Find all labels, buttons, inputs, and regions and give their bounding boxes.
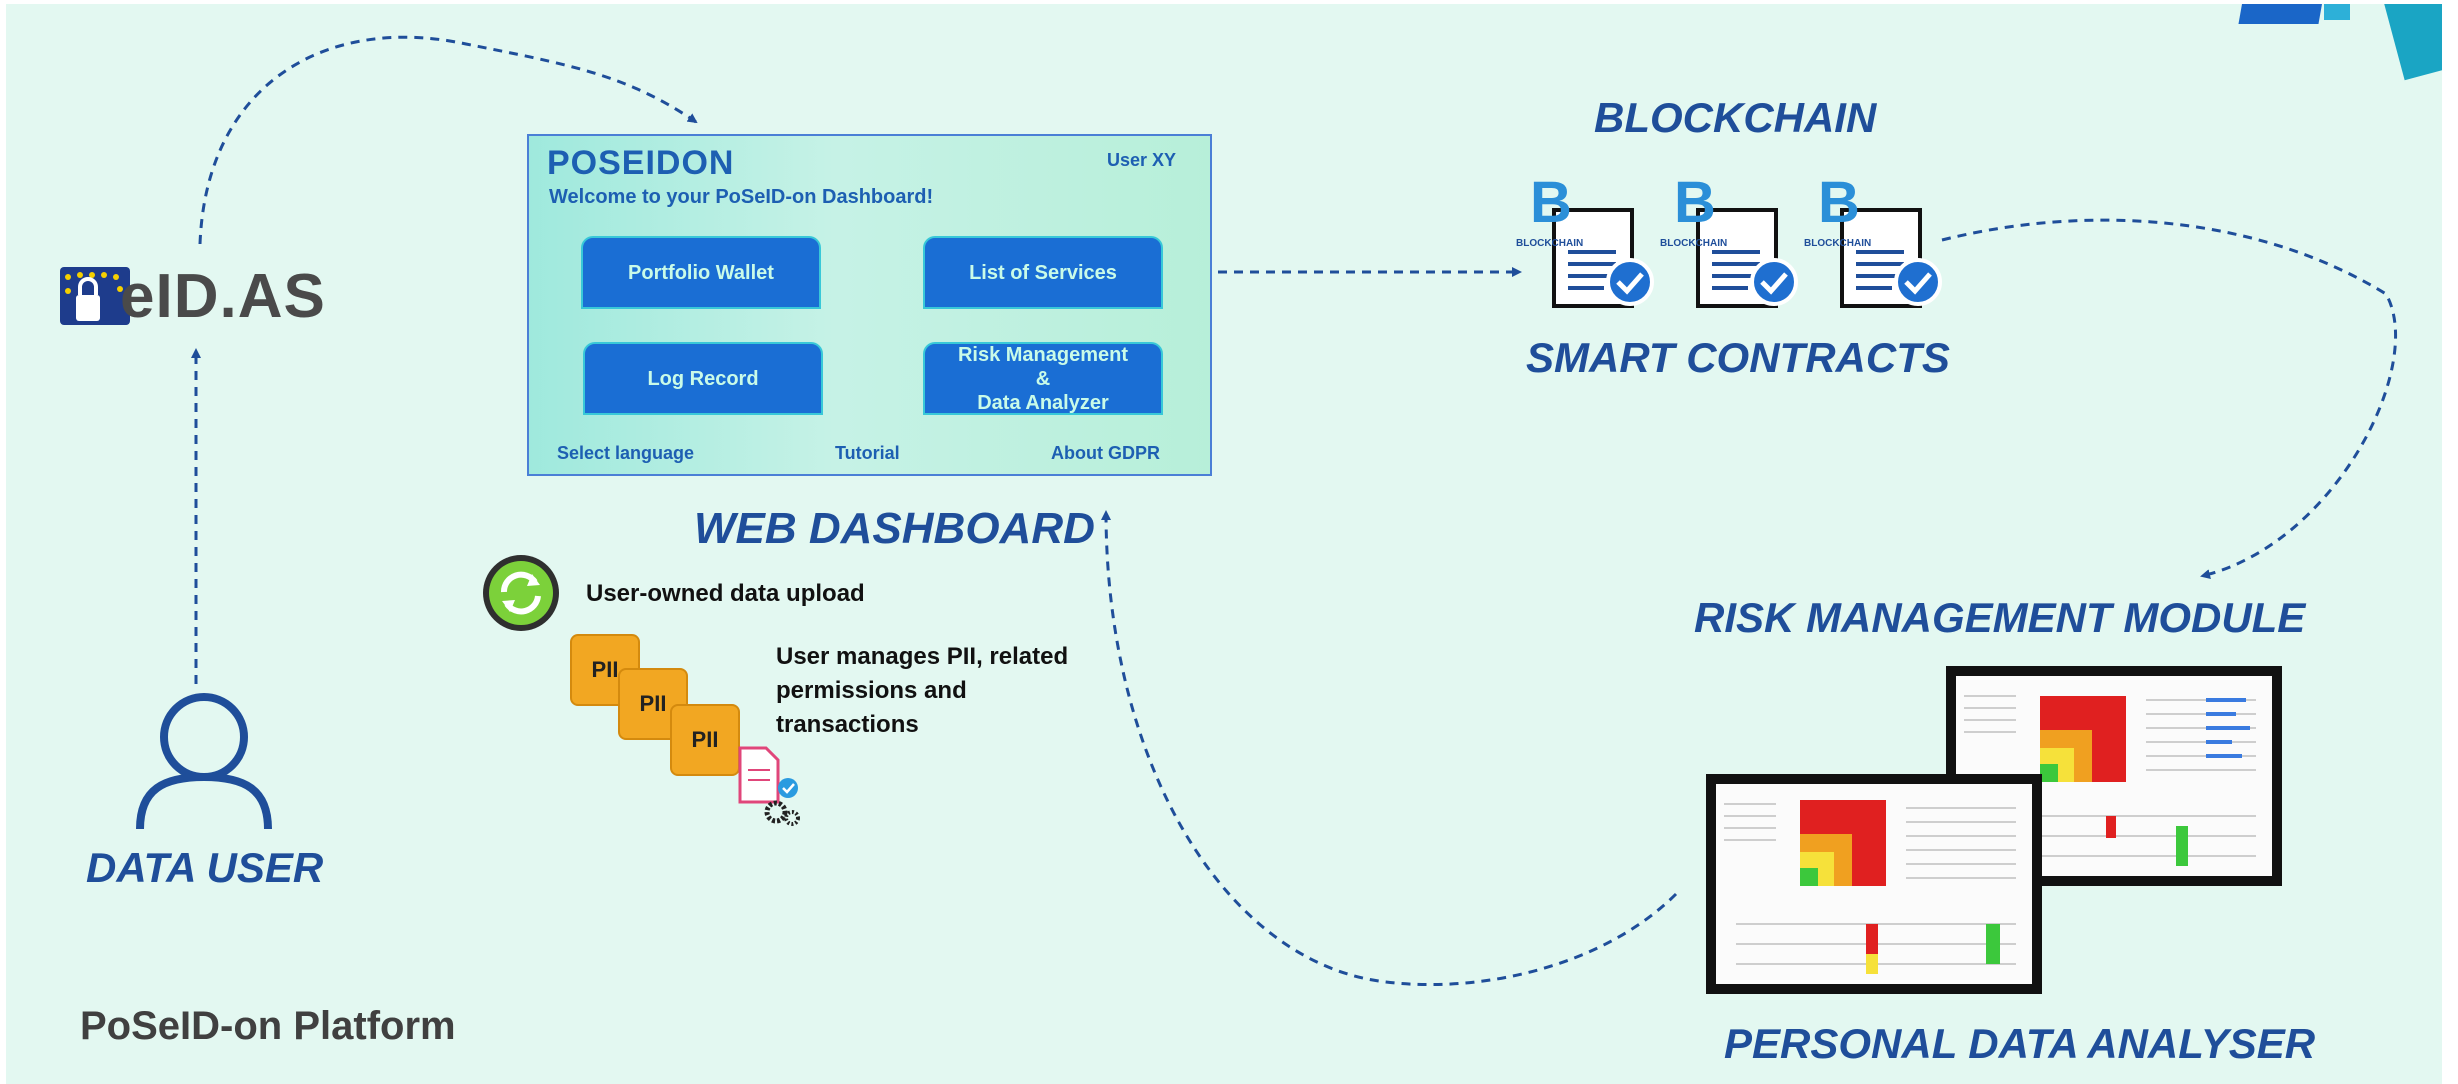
smart-contract-icon: B BLOCKCHAIN bbox=[1800, 170, 1950, 312]
document-settings-icon bbox=[738, 746, 800, 826]
refresh-icon bbox=[483, 555, 559, 631]
upload-label: User-owned data upload bbox=[586, 580, 865, 607]
welcome-message: Welcome to your PoSeID-on Dashboard! bbox=[549, 186, 934, 208]
log-record-button[interactable]: Log Record bbox=[583, 342, 823, 415]
platform-label: PoSeID-on Platform bbox=[80, 1004, 456, 1048]
arrow-blockchain-to-risk bbox=[1941, 218, 2397, 579]
smart-contract-icon: B BLOCKCHAIN bbox=[1656, 170, 1806, 312]
risk-management-module-label: RISK MANAGEMENT MODULE bbox=[1694, 594, 2306, 641]
portfolio-wallet-button[interactable]: Portfolio Wallet bbox=[581, 236, 821, 309]
web-dashboard-label: WEB DASHBOARD bbox=[694, 504, 1095, 553]
list-of-services-button[interactable]: List of Services bbox=[923, 236, 1163, 309]
user-name[interactable]: User XY bbox=[1106, 150, 1176, 170]
data-user-label: DATA USER bbox=[86, 844, 324, 891]
svg-text:B: B bbox=[1818, 170, 1860, 235]
eidas-logo-text: eID.AS bbox=[120, 262, 326, 331]
blockchain-icon-text: BLOCKCHAIN bbox=[1660, 238, 1728, 249]
analyser-screenshot-front bbox=[1706, 774, 2042, 994]
risk-button-line-1: Risk Management bbox=[957, 343, 1129, 366]
diagram-canvas: eID.AS DATA USER PoSeID-on Platform POSE… bbox=[6, 4, 2442, 1084]
arrow-analyser-to-dashboard bbox=[1101, 510, 1678, 987]
poseidon-logo: POSEIDON bbox=[547, 144, 735, 182]
corner-decoration bbox=[2238, 4, 2442, 81]
user-icon bbox=[136, 693, 272, 830]
risk-button-line-2: & bbox=[1035, 367, 1051, 390]
svg-text:B: B bbox=[1530, 170, 1572, 235]
arrow-eidas-to-dashboard bbox=[198, 35, 698, 245]
pii-folder-icon: PII bbox=[670, 704, 740, 776]
svg-text:B: B bbox=[1674, 170, 1716, 235]
smart-contract-icon: B BLOCKCHAIN bbox=[1512, 170, 1662, 312]
connector-arrows bbox=[191, 35, 2397, 987]
eu-flag-icon bbox=[60, 267, 130, 325]
eidas-logo: eID.AS bbox=[60, 261, 350, 331]
blockchain-icon-text: BLOCKCHAIN bbox=[1516, 238, 1584, 249]
about-gdpr-link[interactable]: About GDPR bbox=[1051, 443, 1160, 463]
risk-management-button[interactable]: Risk Management & Data Analyzer bbox=[923, 342, 1163, 415]
risk-matrix-image bbox=[1964, 695, 2256, 866]
manages-pii-label: User manages PII, related permissions an… bbox=[776, 643, 1069, 738]
select-language-link[interactable]: Select language bbox=[557, 443, 695, 463]
risk-button-line-3: Data Analyzer bbox=[977, 391, 1109, 414]
tutorial-link[interactable]: Tutorial bbox=[835, 443, 900, 463]
personal-data-analyser-label: PERSONAL DATA ANALYSER bbox=[1724, 1020, 2316, 1067]
blockchain-label: BLOCKCHAIN bbox=[1594, 94, 1877, 141]
web-dashboard-mockup: POSEIDON User XY Welcome to your PoSeID-… bbox=[527, 134, 1212, 476]
smart-contracts-label: SMART CONTRACTS bbox=[1526, 334, 1950, 381]
blockchain-icon-text: BLOCKCHAIN bbox=[1804, 238, 1872, 249]
risk-matrix-image bbox=[1724, 800, 2016, 974]
